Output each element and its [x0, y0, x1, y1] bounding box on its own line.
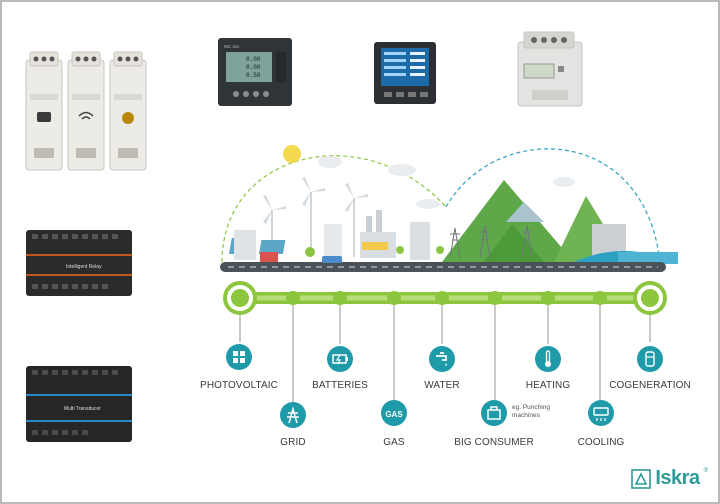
gas-icon: GAS: [381, 400, 407, 426]
thermometer-icon: [535, 346, 561, 372]
din-energy-meter-image: [517, 31, 583, 107]
battery-icon: [327, 346, 353, 372]
energy-landscape-illustration: [220, 145, 678, 272]
panel-meter-image: MC 3xx 0.00 0.00 0.58: [218, 38, 292, 106]
iskra-logo-icon: [631, 468, 652, 489]
meter-label: MC 3xx: [224, 44, 240, 49]
label-heating: HEATING: [525, 380, 571, 391]
meter-reading-1: 0.00: [246, 56, 261, 63]
timeline-connectors: [223, 281, 667, 402]
multi-transducer-image: Multi Transducer: [26, 366, 132, 442]
registered-mark: ®: [703, 467, 708, 474]
din-rail-modules-image: [25, 51, 147, 171]
factory-machine-icon: [481, 400, 507, 426]
label-batteries: BATTERIES: [312, 380, 368, 391]
brand-logo: Iskra ®: [631, 467, 708, 490]
big-consumer-note: eg. Punching machines: [512, 404, 550, 419]
label-water: WATER: [424, 380, 460, 391]
label-grid: GRID: [280, 437, 306, 448]
meter-reading-2: 0.00: [246, 64, 261, 71]
label-big-consumer: BIG CONSUMER: [454, 437, 534, 448]
svg-text:GAS: GAS: [385, 410, 403, 419]
intelligent-relay-image: Intelligent Relay: [26, 230, 132, 296]
meter-reading-3: 0.58: [246, 72, 261, 79]
air-conditioner-icon: [588, 400, 614, 426]
faucet-icon: [429, 346, 455, 372]
power-tower-icon: [280, 402, 306, 428]
label-gas: GAS: [383, 437, 405, 448]
boiler-icon: [637, 346, 663, 372]
label-photovoltaic: PHOTOVOLTAIC: [200, 380, 278, 391]
solar-panel-icon: [226, 344, 252, 370]
label-cogeneration: COGENERATION: [609, 380, 691, 391]
brand-name: Iskra: [655, 467, 700, 489]
transducer-caption: Multi Transducer: [64, 406, 101, 412]
label-cooling: COOLING: [577, 437, 625, 448]
relay-caption: Intelligent Relay: [66, 264, 102, 270]
color-display-meter-image: [374, 42, 436, 104]
